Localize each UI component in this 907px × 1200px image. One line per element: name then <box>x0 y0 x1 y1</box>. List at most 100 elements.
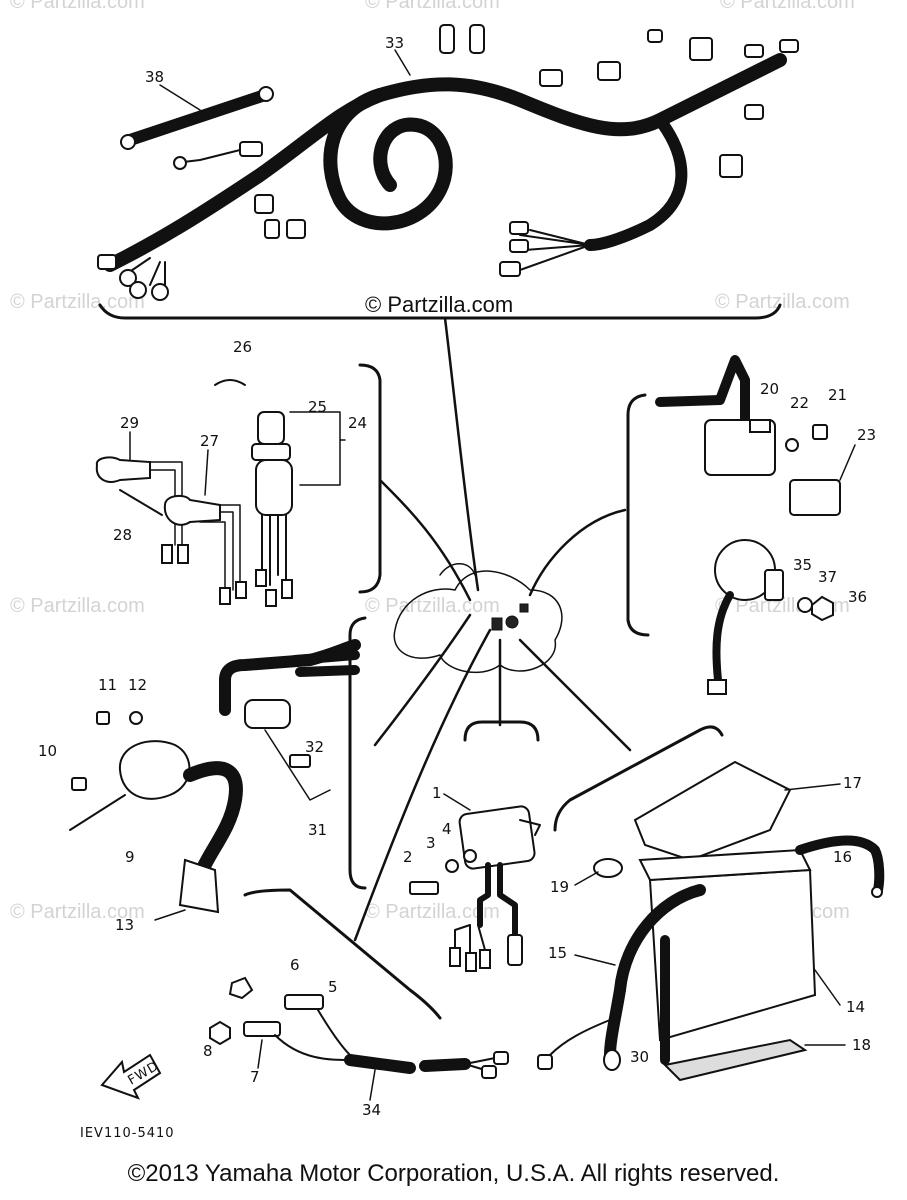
handlebar-switch-icon <box>95 456 151 483</box>
callout-8: 8 <box>203 1042 213 1060</box>
bolt-icon <box>289 754 311 768</box>
callout-2: 2 <box>403 848 413 866</box>
callout-34: 34 <box>362 1101 381 1119</box>
rectifier-regulator-icon <box>704 419 776 476</box>
nut-icon <box>209 1020 231 1046</box>
callout-13: 13 <box>115 916 134 934</box>
connector-icon <box>493 1051 509 1065</box>
location-marker-icon <box>491 617 503 631</box>
ignition-coil-group: 11 12 10 9 13 32 31 <box>38 616 367 934</box>
callout-30: 30 <box>630 1048 649 1066</box>
connector-icon <box>719 154 743 178</box>
ring-terminal-icon <box>120 134 136 150</box>
callout-12: 12 <box>128 676 147 694</box>
connector-icon <box>707 679 727 695</box>
washer-icon <box>785 438 799 452</box>
callout-32: 32 <box>305 738 324 756</box>
connector-icon <box>97 254 117 270</box>
connector-icon <box>597 61 621 81</box>
callout-6: 6 <box>290 956 300 974</box>
watermark: © Partzilla.com <box>365 0 500 13</box>
bolt-icon <box>71 777 87 791</box>
connector-icon <box>479 949 491 969</box>
connector-icon <box>537 1054 553 1070</box>
connector-icon <box>239 141 263 157</box>
connector-icon <box>286 219 306 239</box>
connector-icon <box>449 947 461 967</box>
watermark: © Partzilla.com <box>10 595 145 617</box>
callout-4: 4 <box>442 820 452 838</box>
callout-16: 16 <box>833 848 852 866</box>
callout-24: 24 <box>348 414 367 432</box>
callout-9: 9 <box>125 848 135 866</box>
connector-icon <box>465 952 477 972</box>
callout-19: 19 <box>550 878 569 896</box>
connector-icon <box>119 269 137 287</box>
connector-icon <box>161 544 173 564</box>
connector-icon <box>255 569 267 587</box>
watermark: © Partzilla.com <box>720 0 855 13</box>
connector-icon <box>235 581 247 599</box>
watermark: © Partzilla.com <box>715 291 850 313</box>
rectifier-relay-group: 20 21 22 23 35 37 36 <box>626 355 876 695</box>
callout-20: 20 <box>760 380 779 398</box>
washer-icon <box>445 859 459 873</box>
location-marker-icon <box>505 615 519 629</box>
washer-icon <box>129 711 143 725</box>
bolt-icon <box>284 994 324 1010</box>
watermark: © Partzilla.com <box>10 0 145 13</box>
cdi-unit-group: 1 2 3 4 <box>403 720 541 972</box>
diagram-code: IEV110-5410 <box>80 1126 175 1141</box>
watermark: © Partzilla.com <box>365 901 500 923</box>
callout-38: 38 <box>145 68 164 86</box>
nut-icon <box>811 595 834 622</box>
machine-outline <box>393 563 563 674</box>
wire-harness-group: 38 33 © Partzilla.com <box>97 24 799 320</box>
ignition-coil-icon <box>118 740 191 800</box>
connector-icon <box>507 934 523 966</box>
ring-terminal-icon <box>258 86 274 102</box>
callout-15: 15 <box>548 944 567 962</box>
copyright-notice: ©2013 Yamaha Motor Corporation, U.S.A. A… <box>127 1160 780 1187</box>
neutral-switch-group: 6 5 8 7 34 FWD IEV110-5410 <box>80 888 509 1141</box>
connector-icon <box>744 44 764 58</box>
callout-27: 27 <box>200 432 219 450</box>
connector-icon <box>264 219 280 239</box>
callout-3: 3 <box>426 834 436 852</box>
connector-icon <box>647 29 663 43</box>
key-icon <box>257 411 285 445</box>
spark-plug-cap-icon <box>178 858 220 914</box>
callout-18: 18 <box>852 1036 871 1054</box>
throttle-switch-icon <box>163 494 221 526</box>
connector-icon <box>499 261 521 277</box>
nut-icon <box>463 849 477 863</box>
battery-pad-icon <box>662 1038 808 1082</box>
neutral-switch-icon <box>243 1021 281 1037</box>
connector-icon <box>689 37 713 61</box>
connector-icon <box>509 239 529 253</box>
ignition-switch-icon <box>255 459 293 516</box>
bolt-icon <box>409 881 439 895</box>
callout-22: 22 <box>790 394 809 412</box>
callout-1: 1 <box>432 784 442 802</box>
watermark-center: © Partzilla.com <box>365 292 513 317</box>
callout-25: 25 <box>308 398 327 416</box>
callout-10: 10 <box>38 742 57 760</box>
connector-icon <box>779 39 799 53</box>
watermark: © Partzilla.com <box>365 595 500 617</box>
callout-14: 14 <box>846 998 865 1016</box>
location-marker-icon <box>519 603 529 613</box>
connector-icon <box>151 283 169 301</box>
callout-31: 31 <box>308 821 327 839</box>
callout-26: 26 <box>233 338 252 356</box>
callout-28: 28 <box>113 526 132 544</box>
connector-icon <box>219 587 231 605</box>
watermark: © Partzilla.com <box>10 291 145 313</box>
callout-33: 33 <box>385 34 404 52</box>
connector-icon <box>177 544 189 564</box>
main-switch-group: 26 25 24 29 28 27 <box>95 338 382 607</box>
connector-icon <box>744 104 764 120</box>
connector-icon <box>481 1065 497 1079</box>
nut-icon <box>228 976 254 1000</box>
